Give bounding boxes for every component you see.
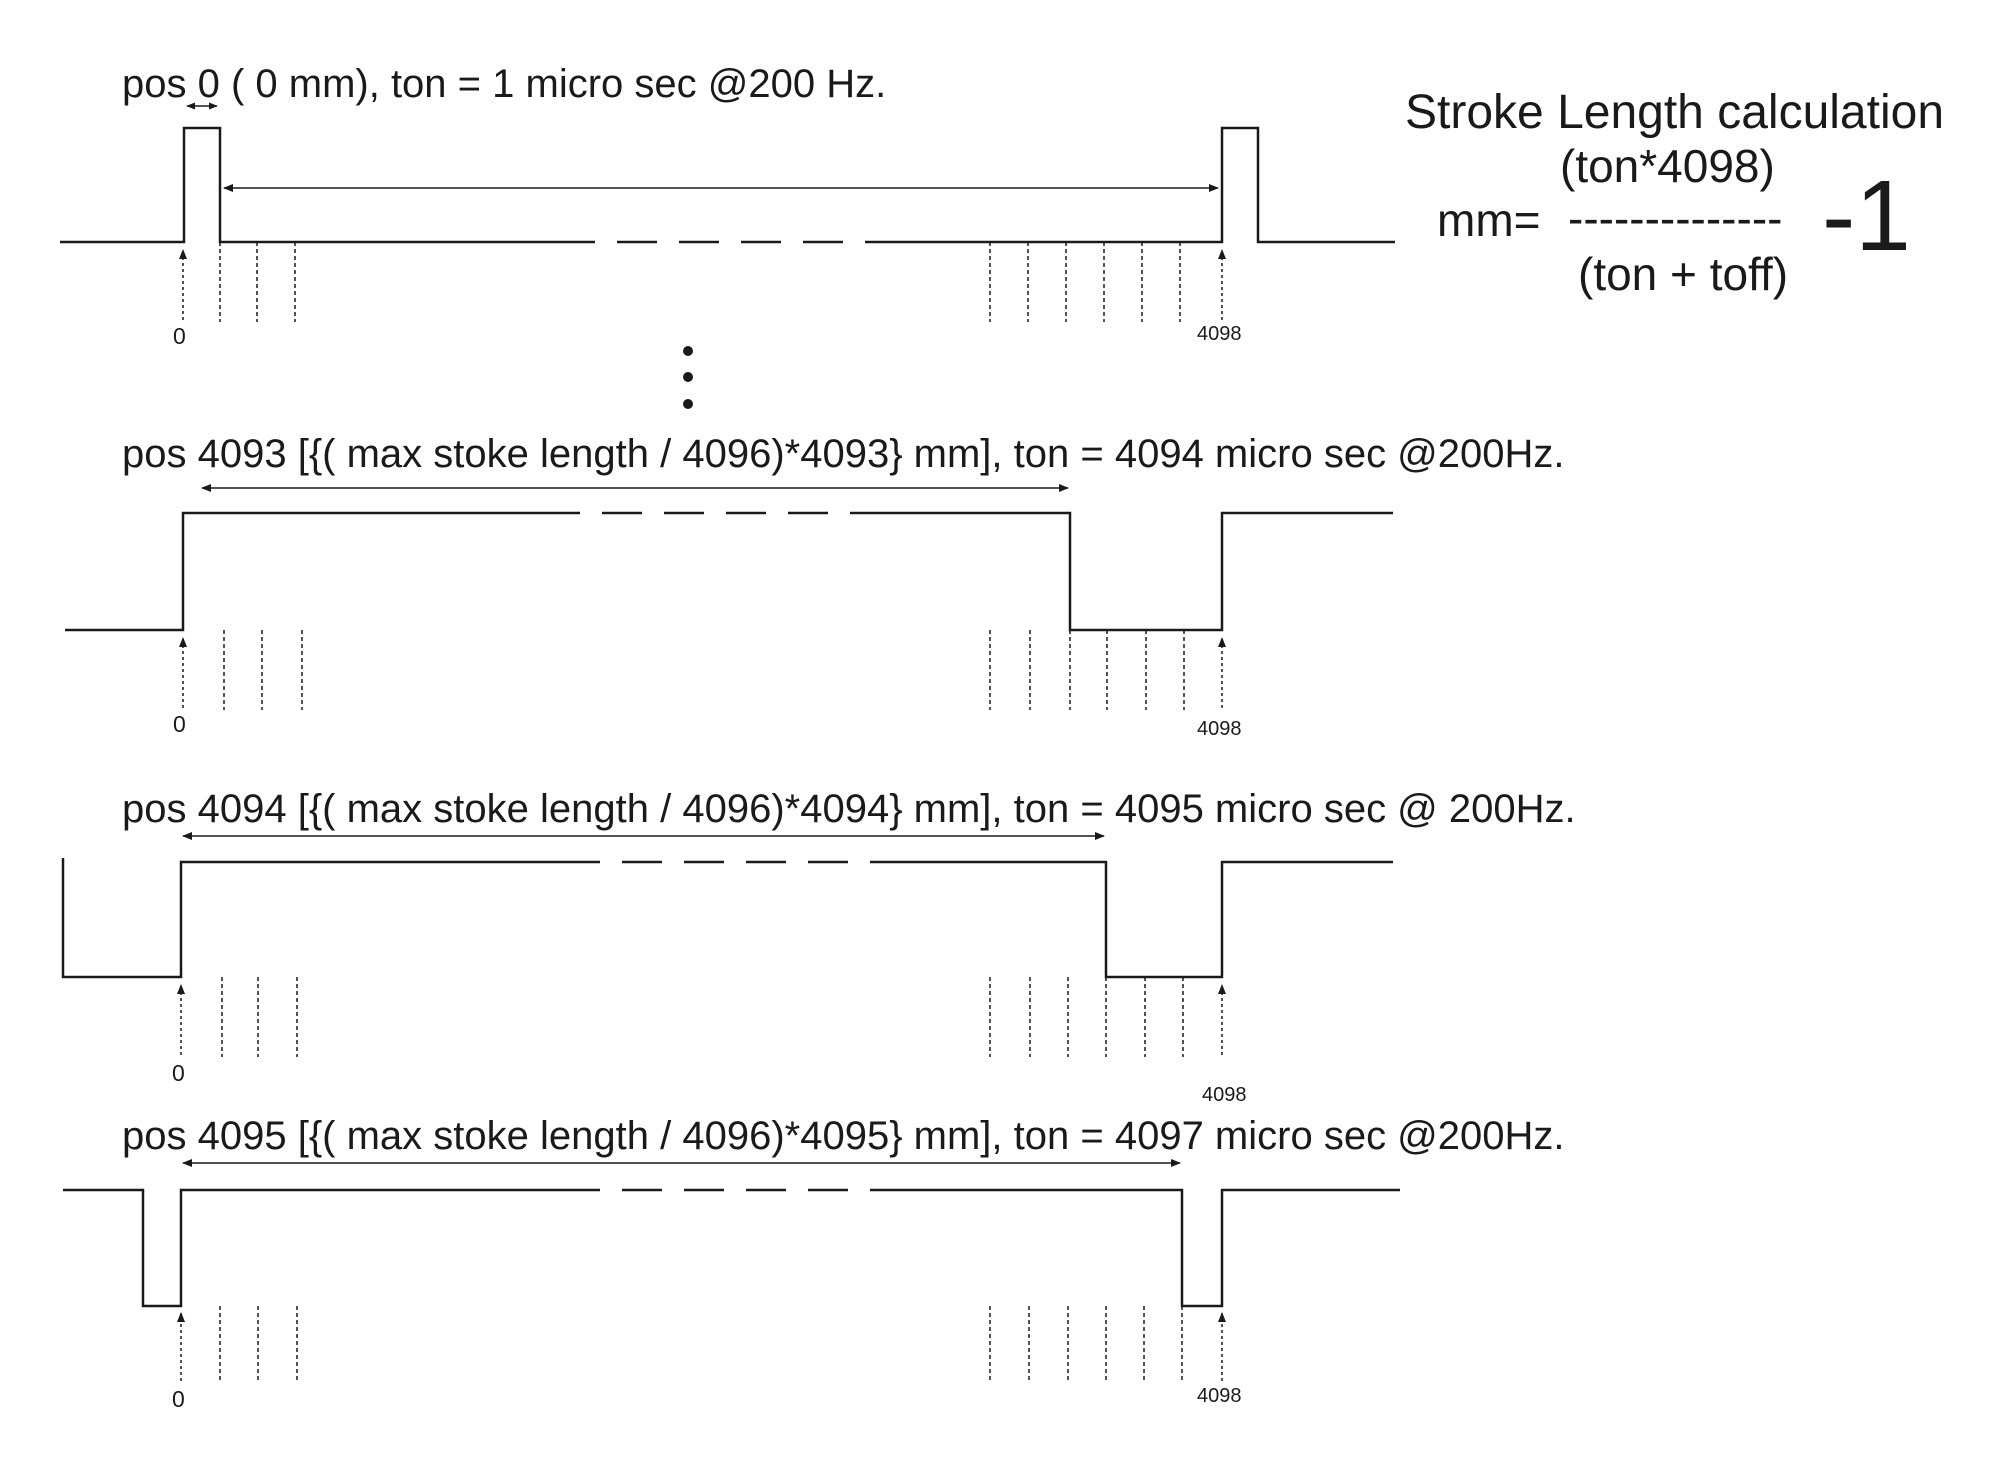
panel-2-caption: pos 4093 [{( max stoke length / 4096)*40…: [122, 432, 1565, 476]
formula-fraction-bar: --------------: [1568, 192, 1783, 244]
panel-1-tick-marks: [219, 242, 1181, 322]
panel-1-end-label: 4098: [1197, 323, 1242, 345]
panel-3-caption: pos 4094 [{( max stoke length / 4096)*40…: [122, 787, 1576, 831]
panel-3-waveform: [61, 858, 1393, 979]
formula-minus-one: -1: [1822, 160, 1911, 272]
panel-1-start-label: 0: [173, 323, 186, 349]
panel-3-start-label: 0: [172, 1060, 185, 1086]
formula-title: Stroke Length calculation: [1405, 86, 1945, 139]
panel-4-end-label: 4098: [1197, 1385, 1242, 1407]
panel-1-waveform: [60, 126, 1395, 244]
panel-4-start-label: 0: [172, 1386, 185, 1412]
formula-numerator: (ton*4098): [1560, 140, 1775, 192]
continuation-ellipsis: [683, 346, 693, 409]
panel-3-end-label: 4098: [1202, 1084, 1247, 1106]
formula-denominator: (ton + toff): [1578, 248, 1789, 300]
panel-2-waveform: [65, 511, 1393, 632]
panel-2-start-label: 0: [173, 711, 186, 737]
panel-3-marker-arrows: [177, 984, 1226, 1055]
panel-4-tick-marks: [219, 1306, 1183, 1383]
formula-lhs: mm=: [1437, 194, 1541, 246]
panel-2-marker-arrows: [179, 637, 1226, 708]
panel-3-tick-marks: [221, 977, 1184, 1057]
panel-2-tick-marks: [223, 630, 1185, 710]
panel-4-waveform: [63, 1188, 1400, 1308]
panel-1-caption: pos 0 ( 0 mm), ton = 1 micro sec @200 Hz…: [122, 62, 887, 106]
panel-4-marker-arrows: [177, 1312, 1226, 1381]
panel-4-caption: pos 4095 [{( max stoke length / 4096)*40…: [122, 1114, 1565, 1158]
panel-2-end-label: 4098: [1197, 718, 1242, 740]
